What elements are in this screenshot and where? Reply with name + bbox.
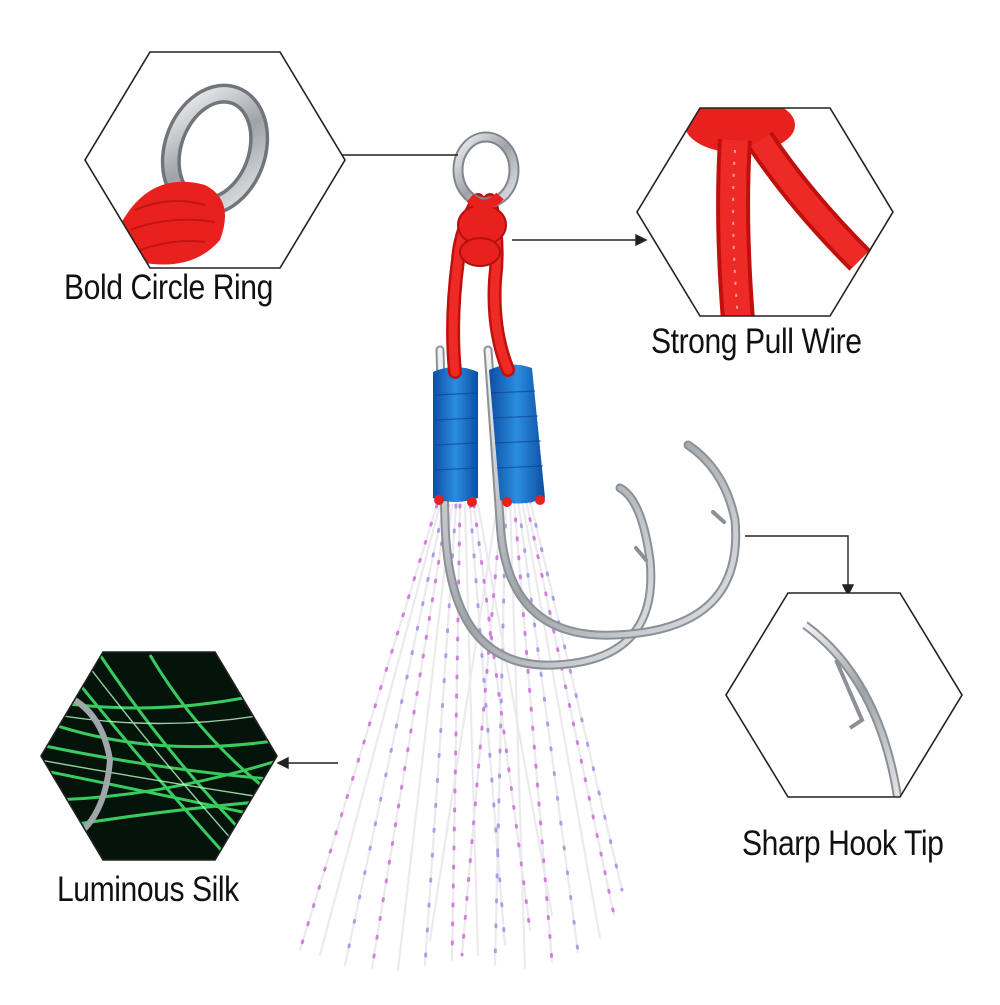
label-luminous-silk: Luminous Silk xyxy=(57,870,239,909)
hook-bends xyxy=(435,345,741,670)
label-strong-pull-wire: Strong Pull Wire xyxy=(651,322,862,361)
solid-ring xyxy=(452,131,520,210)
thread-wraps xyxy=(433,364,545,507)
label-bold-circle-ring: Bold Circle Ring xyxy=(64,268,273,307)
label-sharp-hook-tip: Sharp Hook Tip xyxy=(742,824,944,863)
assist-hook xyxy=(298,131,741,972)
hexagon-wire-detail xyxy=(636,107,894,317)
pull-cord xyxy=(446,193,515,379)
silk-skirt xyxy=(298,498,624,972)
hexagon-silk-detail xyxy=(40,651,278,861)
hexagon-tip-detail xyxy=(725,592,963,798)
hexagon-ring-detail xyxy=(84,51,346,269)
